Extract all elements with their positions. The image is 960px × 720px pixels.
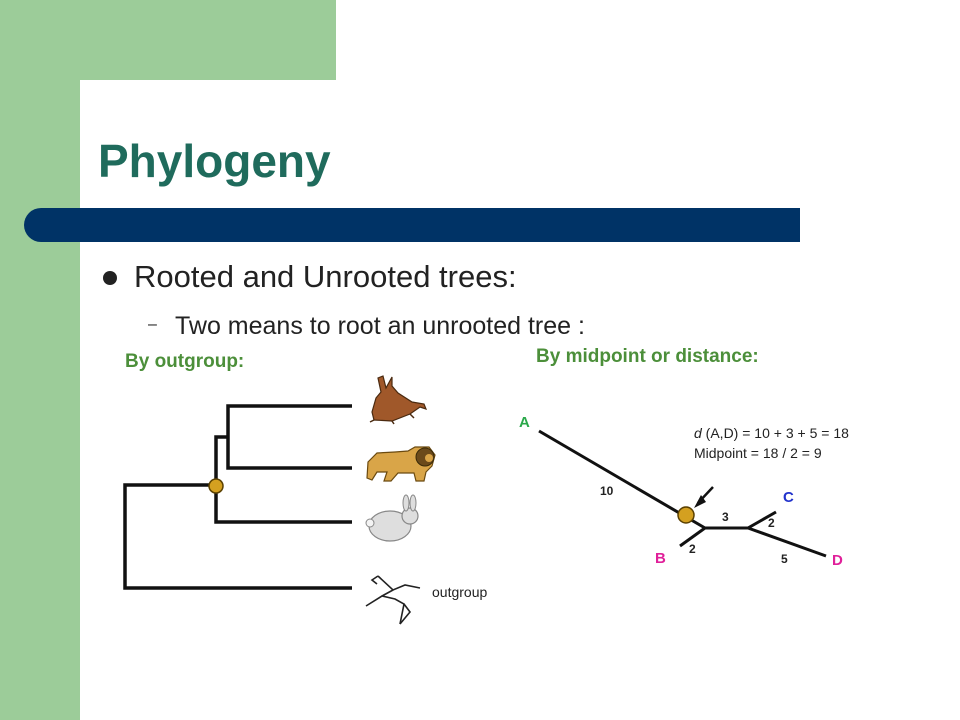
- branch-length-b: 2: [689, 542, 696, 556]
- node-label-d: D: [832, 552, 843, 569]
- branch-length-d: 5: [781, 552, 788, 566]
- node-label-b: B: [655, 550, 666, 567]
- title-underline-bar: [24, 208, 800, 242]
- bullet-dot: [103, 271, 117, 285]
- node-label-a: A: [519, 414, 530, 431]
- midpoint-heading: By midpoint or distance:: [536, 346, 759, 367]
- left-green-strip: [0, 0, 80, 720]
- outgroup-root-node: [208, 478, 224, 494]
- bullet-rooted-unrooted: Rooted and Unrooted trees:: [134, 259, 517, 294]
- branch-c: [747, 510, 777, 530]
- distance-expression: (A,D) = 10 + 3 + 5 = 18: [702, 425, 849, 441]
- bird-icon: [365, 575, 421, 625]
- branch-length-c: 2: [768, 516, 775, 530]
- tree-branch-root: [123, 483, 352, 590]
- donkey-icon: [369, 375, 428, 425]
- tree-branch-donkey-lion: [226, 404, 352, 470]
- sub-bullet-dash: –: [148, 316, 157, 333]
- branch-b: [679, 526, 706, 548]
- distance-symbol: d: [694, 425, 703, 441]
- node-label-c: C: [783, 489, 794, 506]
- distance-formula: d (A,D) = 10 + 3 + 5 = 18: [694, 425, 849, 441]
- tree-branch-ingroup: [214, 435, 352, 524]
- branch-length-internal: 3: [722, 510, 729, 524]
- unrooted-tree: [538, 429, 827, 558]
- midpoint-arrow: [694, 486, 714, 508]
- outgroup-tree: [123, 404, 352, 590]
- branch-length-a: 10: [600, 484, 614, 498]
- branch-d: [747, 526, 827, 558]
- page-title: Phylogeny: [98, 135, 331, 187]
- lion-icon: [366, 446, 436, 482]
- outgroup-heading: By outgroup:: [125, 351, 244, 372]
- top-green-block: [80, 0, 336, 80]
- midpoint-formula: Midpoint = 18 / 2 = 9: [694, 445, 822, 461]
- sub-bullet-two-means: Two means to root an unrooted tree :: [175, 312, 585, 340]
- branch-a: [538, 429, 706, 530]
- rabbit-icon: [365, 494, 419, 542]
- midpoint-root-node: [677, 506, 695, 524]
- outgroup-label: outgroup: [432, 584, 487, 600]
